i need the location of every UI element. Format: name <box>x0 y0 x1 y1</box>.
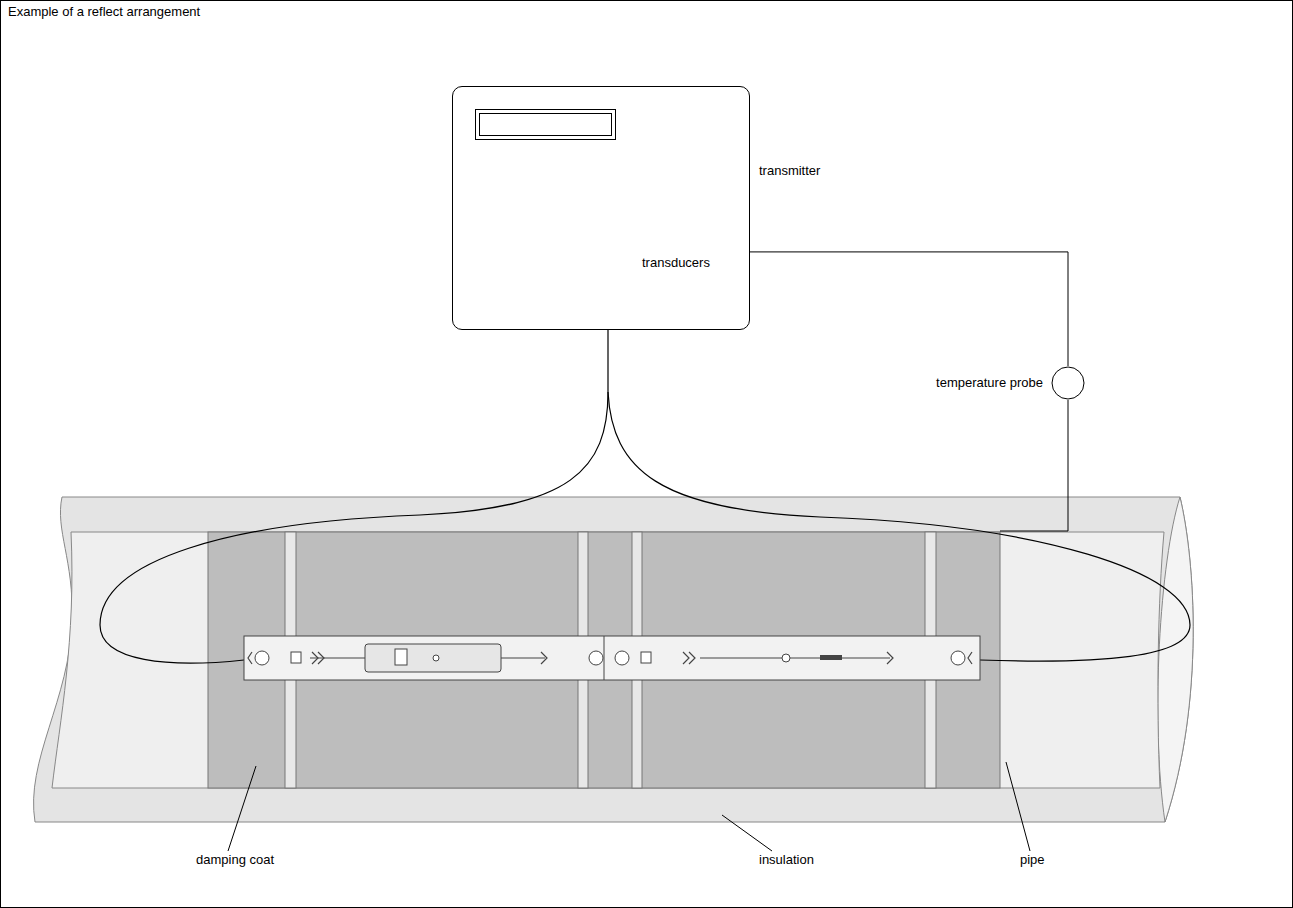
probe-circle <box>1051 366 1085 400</box>
part-label: damping coat <box>194 852 276 867</box>
transducer-cables <box>100 330 1190 663</box>
part-label: pipe <box>1018 852 1047 867</box>
node-label: temperature probe <box>934 375 1045 390</box>
damping-coat <box>208 532 1000 788</box>
cable-label: transducers <box>640 255 712 270</box>
temperature-probe: temperature probe <box>1051 366 1085 400</box>
transducer-rail <box>244 636 980 680</box>
probe-cable <box>750 252 1068 366</box>
node-label: transmitter <box>757 163 822 178</box>
part-label: insulation <box>757 852 816 867</box>
transmitter-box: transmitter <box>452 86 750 330</box>
insulation-body <box>34 497 1194 822</box>
display-screen <box>475 109 625 149</box>
diagram-title: Example of a reflect arrangement <box>6 4 202 19</box>
probe-wire <box>1000 400 1068 531</box>
leader-lines <box>228 762 1030 851</box>
